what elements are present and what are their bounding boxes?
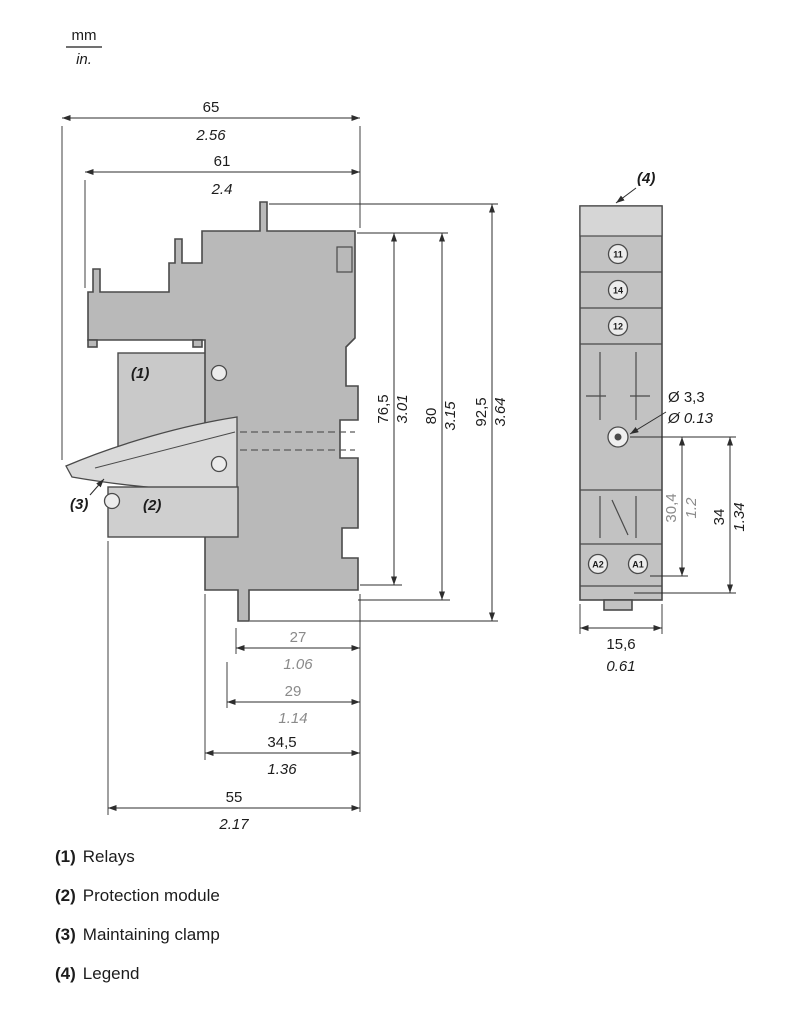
dim-in: 1.2 xyxy=(683,497,700,519)
dim-in: 2.17 xyxy=(218,816,249,833)
dim-mm: 30,4 xyxy=(663,493,680,522)
callout-relay: (1) xyxy=(131,365,149,382)
dim-in: Ø 0.13 xyxy=(667,410,714,427)
mounting-hole-center xyxy=(614,433,622,441)
socket-front-body xyxy=(579,205,663,601)
dim-mm: 92,5 xyxy=(473,397,490,426)
callout-clamp-leader xyxy=(89,478,105,496)
unit-indicator: mm in. xyxy=(66,27,102,68)
terminal-12-label: 12 xyxy=(613,322,623,332)
terminal-14 xyxy=(607,279,629,301)
top-slot-detail xyxy=(336,246,353,273)
legend-text: Relays xyxy=(83,847,135,866)
bottom-foot xyxy=(603,599,633,611)
socket-screw-upper xyxy=(210,364,228,382)
dim-in: 2.4 xyxy=(211,181,233,198)
legend-item-legend: (4) Legend xyxy=(55,964,140,983)
dim-hole-diameter: Ø 3,3 Ø 0.13 xyxy=(629,389,714,435)
dim-height-34: 34 1.34 xyxy=(634,437,748,594)
protection-module-body xyxy=(107,486,239,538)
dim-mm: 34 xyxy=(711,509,728,526)
dim-mm: 61 xyxy=(214,153,231,170)
dim-in: 1.14 xyxy=(278,710,307,727)
legend-text: Protection module xyxy=(83,886,220,905)
side-view-drawing: (1) (2) (3) xyxy=(65,201,359,622)
terminal-12 xyxy=(607,315,629,337)
legend-item-protection-module: (2) Protection module xyxy=(55,886,220,905)
terminal-a1 xyxy=(627,553,649,575)
dim-in: 0.61 xyxy=(606,658,635,675)
dim-mm: 29 xyxy=(285,683,302,700)
protection-module-clip xyxy=(103,492,121,510)
terminal-11 xyxy=(607,243,629,265)
dim-in: 1.06 xyxy=(283,656,313,673)
terminal-11-label: 11 xyxy=(613,250,623,260)
dim-bottom-55: 55 2.17 xyxy=(107,541,360,833)
dim-mm: 80 xyxy=(423,408,440,425)
dim-height-76-5: 76,5 3.01 xyxy=(357,232,448,586)
clip-detail-line xyxy=(611,499,629,536)
legend-key: (3) xyxy=(55,925,76,944)
terminal-14-label: 14 xyxy=(613,286,623,296)
dim-in: 1.34 xyxy=(731,502,748,531)
dim-in: 3.15 xyxy=(442,401,459,431)
terminal-a1-label: A1 xyxy=(632,560,644,570)
legend-text: Legend xyxy=(83,964,140,983)
dim-in: 1.36 xyxy=(267,761,297,778)
dim-width-15-6: 15,6 0.61 xyxy=(579,604,663,675)
dim-mm: 15,6 xyxy=(606,636,635,653)
legend-key: (4) xyxy=(55,964,76,983)
dim-mm: 65 xyxy=(203,99,220,116)
dim-in: 2.56 xyxy=(195,127,226,144)
socket-front-top-cap xyxy=(579,205,663,237)
dim-in: 3.64 xyxy=(492,397,509,426)
callout-legend: (4) xyxy=(637,170,655,187)
legend-item-relays: (1) Relays xyxy=(55,847,135,866)
dim-height-92-5: 92,5 3.64 xyxy=(250,203,509,622)
dim-bottom-29: 29 1.14 xyxy=(226,662,360,727)
mount-foot-right xyxy=(192,339,203,348)
dim-height-80: 80 3.15 xyxy=(358,233,459,601)
callout-protection-module: (2) xyxy=(143,497,161,514)
dim-in: 3.01 xyxy=(394,394,411,423)
dim-mm: Ø 3,3 xyxy=(668,389,705,406)
callout-legend-leader xyxy=(615,187,637,204)
socket-side-profile xyxy=(87,201,359,622)
mount-foot-left xyxy=(87,339,98,348)
callout-maintaining-clamp: (3) xyxy=(70,496,88,513)
dim-upper-width-61: 61 2.4 xyxy=(84,153,360,288)
legend-text: Maintaining clamp xyxy=(83,925,220,944)
dim-mm: 34,5 xyxy=(267,734,296,751)
unit-metric-label: mm xyxy=(72,27,97,44)
clamp-edge-line xyxy=(94,431,236,469)
dim-mm: 27 xyxy=(290,629,307,646)
dim-overall-width-65: 65 2.56 xyxy=(61,99,361,460)
leader-line xyxy=(629,411,667,435)
socket-screw-lower xyxy=(210,455,228,473)
dim-bottom-27: 27 1.06 xyxy=(235,594,361,812)
dim-mm: 76,5 xyxy=(375,394,392,423)
front-view-drawing: 11 14 12 A2 A1 (4) xyxy=(579,170,663,611)
unit-imperial-label: in. xyxy=(76,51,92,68)
dim-mm: 55 xyxy=(226,789,243,806)
legend-item-maintaining-clamp: (3) Maintaining clamp xyxy=(55,925,220,944)
dim-bottom-34-5: 34,5 1.36 xyxy=(204,594,360,778)
legend-key: (1) xyxy=(55,847,76,866)
terminal-a2 xyxy=(587,553,609,575)
dim-height-30-4: 30,4 1.2 xyxy=(630,436,736,577)
legend-key: (2) xyxy=(55,886,76,905)
terminal-a2-label: A2 xyxy=(592,560,604,570)
legend: (1) Relays (2) Protection module (3) Mainta… xyxy=(55,847,220,983)
